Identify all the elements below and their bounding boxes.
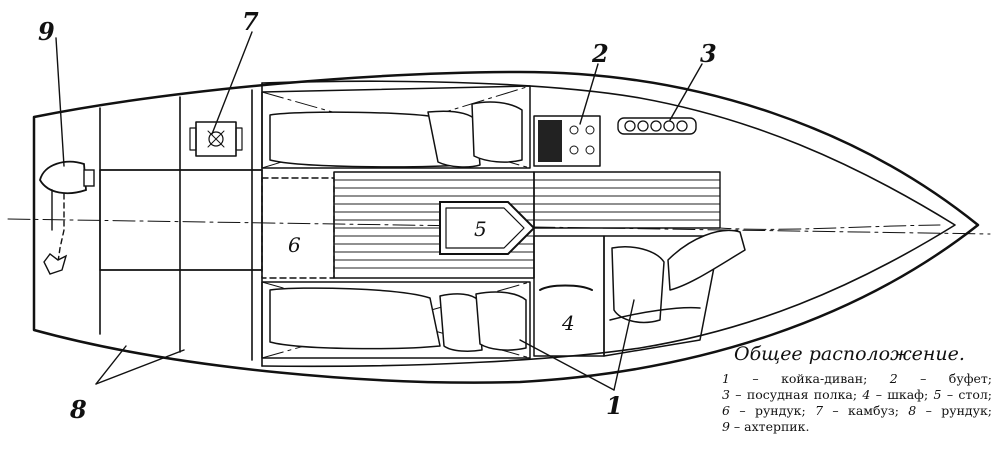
legend: 1 – койка-диван; 2 – буфет; 3 – посудная…	[722, 371, 992, 435]
callout-8: 8	[69, 395, 87, 424]
legend-item-number: 6	[722, 403, 730, 418]
callout-9: 9	[38, 17, 55, 46]
legend-item-number: 1	[722, 371, 730, 386]
legend-item-text: – ахтерпик.	[729, 419, 810, 434]
legend-item-number: 5	[933, 387, 942, 402]
cockpit-well	[99, 169, 263, 271]
legend-item-text: – стол;	[941, 387, 993, 402]
callout-4: 4	[561, 311, 575, 335]
aft-lockers	[99, 82, 263, 367]
dish-shelf-3	[617, 117, 697, 135]
legend-item-text: – рундук;	[916, 403, 992, 418]
legend-item-number: 9	[722, 419, 730, 434]
legend-item-text: – рундук;	[729, 403, 816, 418]
callout-6: 6	[288, 233, 301, 257]
legend-item-text: – койка-диван;	[729, 371, 890, 386]
buffet-2	[533, 115, 601, 167]
legend-item-number: 2	[889, 371, 898, 386]
outboard-motor-9	[39, 160, 95, 275]
forward-berth	[603, 224, 941, 357]
wardrobe-4	[533, 235, 605, 357]
locker-6	[261, 177, 335, 279]
hull-outline	[32, 70, 980, 384]
legend-item-number: 7	[815, 403, 824, 418]
legend-item: 4 – шкаф;	[862, 387, 933, 402]
legend-item: 3 – посудная полка;	[722, 387, 862, 402]
legend-item-text: – посудная полка;	[729, 387, 863, 402]
legend-item: 1 – койка-диван;	[722, 371, 890, 386]
legend-item-number: 4	[862, 387, 871, 402]
callout-3: 3	[700, 39, 717, 68]
leader-lines	[55, 31, 703, 391]
legend-item-text: – буфет;	[897, 371, 992, 386]
upper-berth	[261, 85, 531, 169]
callout-2: 2	[591, 39, 609, 68]
lower-berth	[261, 281, 531, 359]
legend-item-text: – шкаф;	[870, 387, 934, 402]
callout-5: 5	[474, 217, 487, 241]
legend-item: 9 – ахтерпик.	[722, 419, 809, 434]
cabin-floor	[333, 171, 721, 279]
legend-item-number: 3	[722, 387, 730, 402]
caption-block: Общее расположение. 1 – койка-диван; 2 –…	[722, 343, 992, 435]
legend-item: 2 – буфет;	[890, 371, 992, 386]
inner-hull-line	[261, 80, 956, 368]
caption-title: Общее расположение.	[734, 343, 965, 365]
galley-stove-7	[189, 121, 243, 157]
callout-7: 7	[242, 7, 259, 36]
legend-item: 7 – камбуз;	[815, 403, 908, 418]
callout-1: 1	[606, 391, 623, 420]
legend-item: 6 – рундук;	[722, 403, 815, 418]
legend-item: 8 – рундук;	[908, 403, 992, 418]
table-5	[439, 201, 536, 255]
legend-item-text: – камбуз;	[823, 403, 909, 418]
legend-item-number: 8	[908, 403, 917, 418]
legend-item: 5 – стол;	[934, 387, 992, 402]
